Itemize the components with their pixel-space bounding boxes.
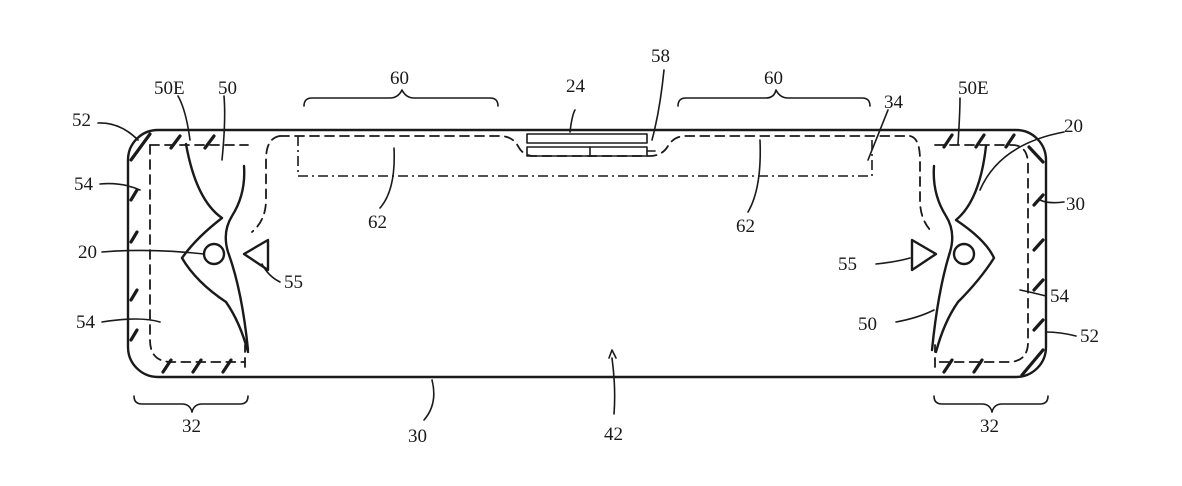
- brace-32-right: [933, 395, 1049, 413]
- label-32-right: 32: [980, 416, 999, 437]
- label-20-left: 20: [78, 242, 97, 263]
- left-pivot-20: [202, 242, 226, 266]
- label-30-bottom: 30: [408, 426, 427, 447]
- label-42: 42: [604, 424, 623, 445]
- left-upper-dashed: [251, 135, 281, 233]
- right-dashed-boundary: [934, 144, 1029, 363]
- label-34: 34: [884, 92, 904, 113]
- housing-outline: [126, 128, 1048, 379]
- left-triangle-55: [242, 238, 270, 272]
- left-arm-50: [180, 142, 250, 354]
- label-52-right: 52: [1080, 326, 1099, 347]
- label-58: 58: [651, 46, 670, 67]
- leader-lines: [97, 69, 1077, 421]
- label-24: 24: [566, 76, 586, 97]
- component-24: [526, 133, 656, 157]
- label-50E-right: 50E: [958, 78, 989, 99]
- dashdot-region: [297, 136, 873, 177]
- top-inner-dashed-left: [279, 135, 911, 157]
- label-32-left: 32: [182, 416, 201, 437]
- label-55-right: 55: [838, 254, 857, 275]
- brace-60-right: [677, 89, 871, 107]
- label-50-left: 50: [218, 78, 237, 99]
- right-arm-50: [934, 144, 996, 354]
- label-30-right: 30: [1066, 194, 1085, 215]
- label-54-right: 54: [1050, 286, 1070, 307]
- label-50E-left: 50E: [154, 78, 185, 99]
- right-upper-dashed: [909, 135, 933, 233]
- label-60-right: 60: [764, 68, 783, 89]
- label-20-right: 20: [1064, 116, 1083, 137]
- label-62-left: 62: [368, 212, 387, 233]
- label-55-left: 55: [284, 272, 303, 293]
- left-arm-50-inner: [224, 164, 250, 352]
- brace-60-left: [303, 89, 499, 107]
- right-arm-50-inner: [930, 164, 954, 352]
- brace-32-left: [133, 395, 249, 413]
- right-triangle-55: [910, 238, 938, 272]
- label-54-left-bot: 54: [76, 312, 96, 333]
- label-60-left: 60: [390, 68, 409, 89]
- label-62-right: 62: [736, 216, 755, 237]
- label-54-left-top: 54: [74, 174, 94, 195]
- right-pivot-20: [952, 242, 976, 266]
- label-52-left: 52: [72, 110, 91, 131]
- label-50-right: 50: [858, 314, 877, 335]
- left-dashed-boundary: [149, 144, 246, 363]
